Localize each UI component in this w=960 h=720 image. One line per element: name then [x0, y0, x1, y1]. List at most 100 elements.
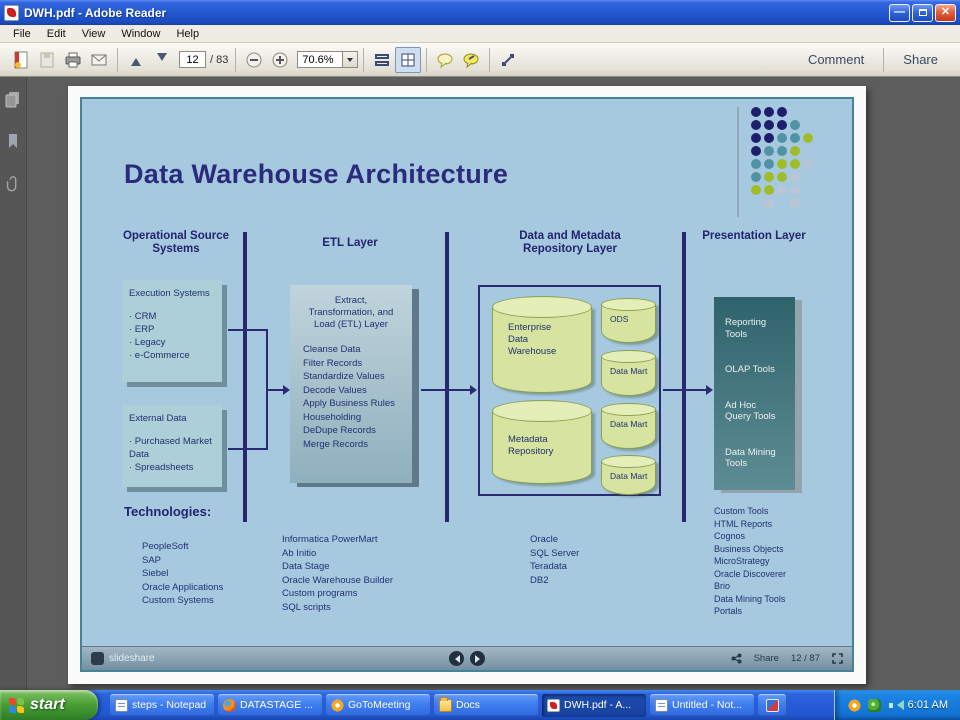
page-thumbnails-icon[interactable]	[5, 91, 21, 109]
app-icon	[765, 698, 779, 712]
comment-panel-button[interactable]: Comment	[807, 52, 865, 67]
task-minimized-app[interactable]	[758, 693, 786, 717]
ods-cylinder: ODS	[601, 298, 656, 343]
volume-tray-icon[interactable]	[888, 699, 904, 712]
menu-view[interactable]: View	[81, 27, 106, 40]
box-item-list: · CRM· ERP· Legacy· e-Commerce	[129, 310, 215, 362]
gotomeeting-tray-icon[interactable]	[847, 698, 861, 712]
column-header-repository: Data and Metadata Repository Layer	[519, 230, 621, 255]
task-dwh-pdf[interactable]: DWH.pdf - A...	[542, 693, 646, 717]
data-mart-cylinder: Data Mart	[601, 455, 656, 495]
task-steps-notepad[interactable]: steps - Notepad	[110, 693, 214, 717]
list-item: Informatica PowerMart	[282, 534, 378, 545]
next-page-button[interactable]	[149, 47, 175, 73]
task-gotomeeting[interactable]: GoToMeeting	[326, 693, 430, 717]
enterprise-data-warehouse-cylinder: Enterprise Data Warehouse	[492, 296, 592, 393]
data-mart-cylinder: Data Mart	[601, 350, 656, 396]
share-icon	[731, 653, 742, 664]
single-page-mode-button[interactable]	[395, 46, 422, 73]
arrow-head	[283, 385, 295, 395]
zoom-level-input[interactable]	[297, 51, 344, 68]
zoom-dropdown-button[interactable]	[343, 51, 359, 68]
connector-line	[663, 389, 708, 391]
task-docs-folder[interactable]: Docs	[434, 693, 538, 717]
status-tray-icon[interactable]	[867, 698, 881, 712]
logo-dot	[790, 198, 800, 208]
scrolling-mode-button[interactable]	[369, 47, 395, 73]
logo-dot	[764, 172, 774, 182]
list-item: Siebel	[142, 568, 169, 579]
list-item: Cognos	[714, 531, 746, 541]
pdf-page: Data Warehouse Architecture Operational …	[68, 86, 866, 684]
slide-title: Data Warehouse Architecture	[124, 159, 509, 189]
list-item: Ab Initio	[282, 547, 317, 559]
highlight-markup-button[interactable]	[458, 47, 484, 73]
list-item: Custom Tools	[714, 506, 769, 516]
task-datastage-browser[interactable]: DATASTAGE ...	[218, 693, 322, 717]
menu-help[interactable]: Help	[176, 27, 200, 40]
task-label: Untitled - Not...	[672, 699, 743, 711]
list-item: Reporting Tools	[725, 317, 767, 340]
list-item: SQL Server	[530, 547, 580, 559]
notepad-icon	[115, 698, 128, 712]
previous-page-button[interactable]	[123, 47, 149, 73]
close-button[interactable]: ✕	[935, 3, 956, 22]
zoom-in-button[interactable]	[267, 47, 293, 73]
list-item: DeDupe Records	[303, 425, 376, 436]
slideshare-player-bar: slideshare Share 12 / 87	[82, 646, 852, 670]
logo-dot	[790, 146, 800, 156]
taskbar-clock[interactable]: 6:01 AM	[907, 699, 948, 711]
menu-window[interactable]: Window	[121, 27, 161, 40]
navigation-pane	[0, 77, 27, 690]
list-item: · Legacy	[129, 337, 166, 348]
arrow-head	[706, 385, 718, 395]
menu-edit[interactable]: Edit	[46, 27, 66, 40]
page-number-input[interactable]	[179, 51, 206, 68]
data-mart-cylinder: Data Mart	[601, 403, 656, 449]
attachments-icon[interactable]	[5, 175, 21, 193]
connector-line	[228, 329, 268, 331]
list-item: · Purchased Market Data	[129, 436, 212, 460]
logo-dot	[790, 133, 800, 143]
list-item: DB2	[530, 574, 549, 586]
list-item: Oracle	[530, 534, 558, 545]
print-button[interactable]	[60, 47, 86, 73]
speech-bubble-icon	[437, 53, 453, 68]
bookmarks-icon[interactable]	[5, 133, 21, 151]
task-untitled-notepad[interactable]: Untitled - Not...	[650, 693, 754, 717]
repository-layer-box: Enterprise Data Warehouse Metadata Repos…	[478, 285, 661, 496]
start-label: start	[30, 696, 65, 713]
logo-dot	[790, 159, 800, 169]
notepad-icon	[655, 698, 668, 712]
deck-logo-dots	[751, 107, 816, 211]
minimize-button[interactable]: —	[889, 3, 910, 22]
list-item: Brio	[714, 581, 731, 591]
share-panel-button[interactable]: Share	[903, 52, 938, 67]
column-divider	[445, 232, 449, 522]
save-icon	[40, 52, 54, 67]
print-icon	[65, 52, 81, 67]
list-item: Merge Records	[303, 438, 368, 450]
create-pdf-button[interactable]	[8, 47, 34, 73]
cylinder-label: Data Mart	[610, 366, 648, 376]
sticky-note-button[interactable]	[432, 47, 458, 73]
task-label: DATASTAGE ...	[240, 699, 313, 711]
start-button[interactable]: start	[0, 690, 98, 720]
cylinder-label: Enterprise Data Warehouse	[508, 322, 557, 357]
window-titlebar: DWH.pdf - Adobe Reader — ✕	[0, 0, 960, 25]
toolbar-separator	[489, 47, 491, 72]
zoom-out-button[interactable]	[241, 47, 267, 73]
save-button[interactable]	[34, 47, 60, 73]
logo-dot	[764, 107, 774, 117]
list-item: Business Objects	[714, 543, 784, 554]
logo-divider-line	[737, 107, 739, 217]
fullscreen-button[interactable]	[495, 47, 521, 73]
restore-button[interactable]	[912, 3, 933, 22]
email-button[interactable]	[86, 47, 112, 73]
logo-dot	[803, 133, 813, 143]
menu-file[interactable]: File	[13, 27, 31, 40]
list-item: Ad Hoc Query Tools	[725, 399, 776, 423]
